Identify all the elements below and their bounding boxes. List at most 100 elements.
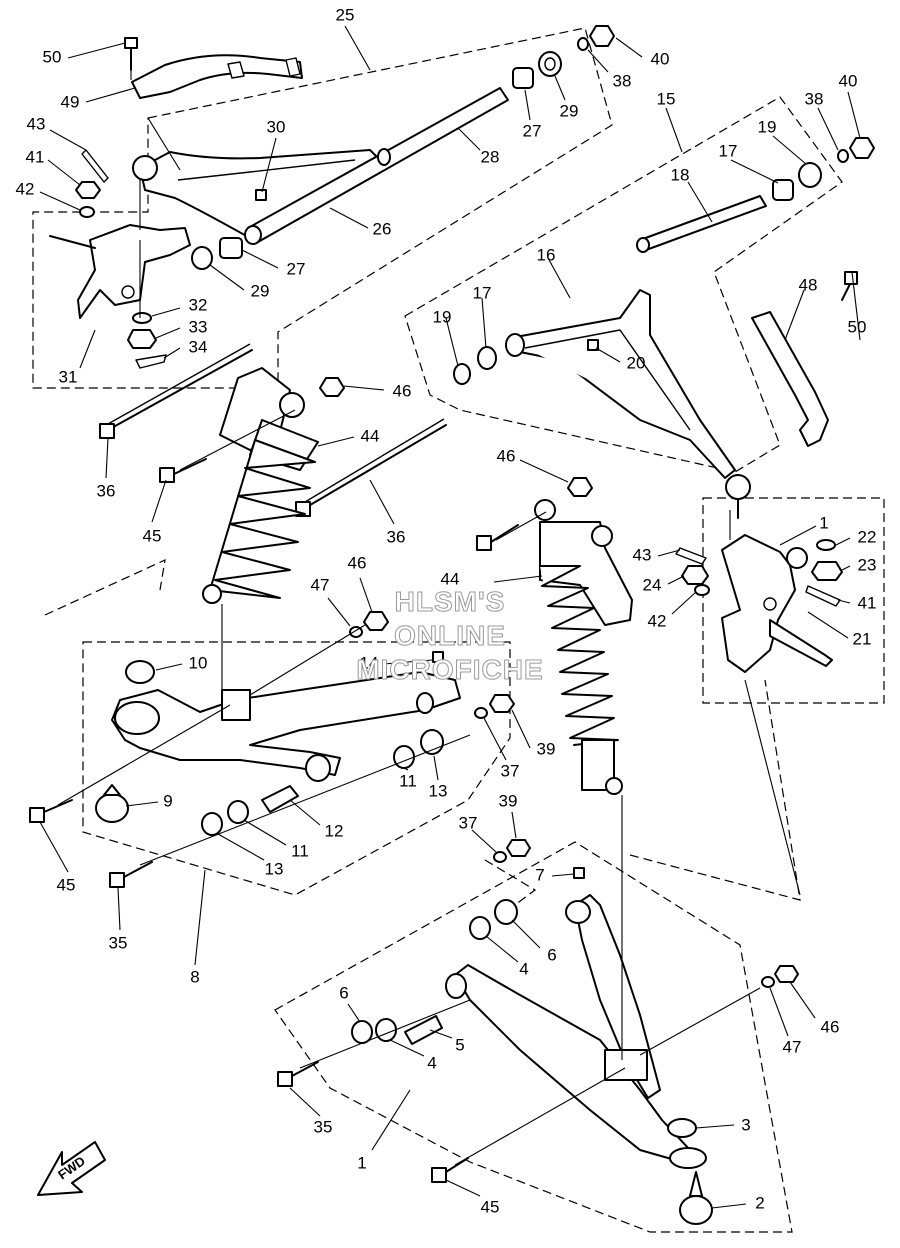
callout-27: 27 xyxy=(523,121,542,140)
leader-22 xyxy=(835,537,851,546)
bolt-36a-head xyxy=(99,423,115,439)
upper-ball-joint xyxy=(725,474,751,500)
bolt-45b-line xyxy=(495,511,547,541)
callout-44: 44 xyxy=(361,426,380,445)
leader-3 xyxy=(695,1124,735,1129)
washer-37b xyxy=(493,851,507,863)
nut-41b xyxy=(681,565,709,585)
bolt-35a-line xyxy=(139,734,471,866)
bolt-45d-head xyxy=(431,1167,447,1183)
callout-12: 12 xyxy=(325,821,344,840)
arm-bush-left xyxy=(416,692,434,714)
callout-45: 45 xyxy=(143,526,162,545)
leader-46b xyxy=(519,459,569,483)
callout-49: 49 xyxy=(61,92,80,111)
leader-29b xyxy=(209,264,245,291)
leader-13b xyxy=(217,833,265,861)
leader-30 xyxy=(261,137,277,193)
leader-36a xyxy=(105,437,109,479)
washer-37a xyxy=(474,707,488,719)
bolt-50 xyxy=(124,37,138,49)
arm-bush-rear xyxy=(305,754,331,782)
callout-1-knuckle: 1 xyxy=(819,513,828,532)
callout-24: 41 xyxy=(858,593,877,612)
pivot-shaft-step xyxy=(377,148,391,166)
callout-38-right: 38 xyxy=(805,89,824,108)
leader-41b xyxy=(667,575,685,585)
nut-23 xyxy=(811,561,843,581)
leader-25 xyxy=(344,25,371,71)
callout-3: 3 xyxy=(741,1115,750,1134)
leader-35a xyxy=(117,887,121,931)
callout-7: 7 xyxy=(535,865,544,884)
nut-46c xyxy=(363,611,389,631)
callout-35-lower: 35 xyxy=(314,1117,333,1136)
bolt-50b-shank xyxy=(841,283,851,301)
grease-nipple-20 xyxy=(587,339,599,351)
lower-a-arm-left xyxy=(111,671,461,776)
collar-27b xyxy=(219,237,243,259)
washer-47b xyxy=(761,976,775,988)
callout-30: 30 xyxy=(267,117,286,136)
callout-42-right: 42 xyxy=(648,611,667,630)
circlip-3 xyxy=(667,1118,697,1138)
leader-21 xyxy=(807,611,849,639)
leader-48 xyxy=(784,289,805,341)
spring-right xyxy=(539,565,619,746)
upper-arm-inner xyxy=(177,159,356,181)
grease-nipple-14 xyxy=(432,651,444,663)
ball-joint-9-stud xyxy=(103,784,121,796)
callout-33: 33 xyxy=(189,317,208,336)
leader-4b xyxy=(389,1039,425,1057)
callout-9: 9 xyxy=(163,791,172,810)
guide-line-a xyxy=(44,558,166,616)
leader-2 xyxy=(711,1203,747,1209)
callout-41: 41 xyxy=(26,147,45,166)
leader-20 xyxy=(595,347,621,363)
leader-46d xyxy=(789,981,816,1019)
collar-17a xyxy=(772,179,794,201)
leader-11a xyxy=(403,767,409,771)
callout-23: 23 xyxy=(858,555,877,574)
bracket-tab-b xyxy=(285,57,301,77)
callout-44-right: 44 xyxy=(441,569,460,588)
callout-17-lower: 17 xyxy=(473,283,492,302)
leader-40a xyxy=(615,37,643,58)
cotter-pin-43b xyxy=(675,547,707,565)
leader-43a xyxy=(49,129,87,151)
leader-4a xyxy=(485,935,519,963)
leader-44a xyxy=(317,436,355,447)
watermark-line-1: HLSM'S xyxy=(394,586,506,618)
leader-47a xyxy=(327,597,351,627)
bushing-6b xyxy=(351,1020,373,1044)
bolt-36a xyxy=(107,349,253,431)
callout-16: 16 xyxy=(537,245,556,264)
collar-17b xyxy=(477,346,497,370)
leader-16 xyxy=(547,257,571,299)
washer-32 xyxy=(132,312,152,324)
leader-47b xyxy=(769,987,789,1037)
leader-44b xyxy=(493,575,543,583)
bolt-45c-head xyxy=(29,807,45,823)
guide-line-c xyxy=(484,859,537,906)
lower-arm-left xyxy=(29,611,531,888)
washer-38b xyxy=(837,149,849,163)
assembly-lines xyxy=(57,65,801,1166)
callout-39-lower: 39 xyxy=(499,791,518,810)
callout-19: 19 xyxy=(758,117,777,136)
washer-42b xyxy=(694,584,710,596)
leader-11b xyxy=(243,819,287,846)
bolt-45b-head xyxy=(476,535,492,551)
leader-27b xyxy=(241,249,279,269)
arm-inner-edge xyxy=(524,329,691,431)
leader-43b xyxy=(657,549,681,557)
callout-47: 47 xyxy=(311,575,330,594)
cotter-pin-24 xyxy=(805,585,841,607)
leader-27a xyxy=(524,89,531,121)
circlip-10 xyxy=(125,660,155,684)
watermark-line-3: MICROFICHE xyxy=(356,654,544,686)
callout-22: 22 xyxy=(858,527,877,546)
callout-41-right: 24 xyxy=(643,575,662,594)
washer-42a xyxy=(79,206,95,218)
watermark-line-2: ONLINE xyxy=(394,620,506,652)
